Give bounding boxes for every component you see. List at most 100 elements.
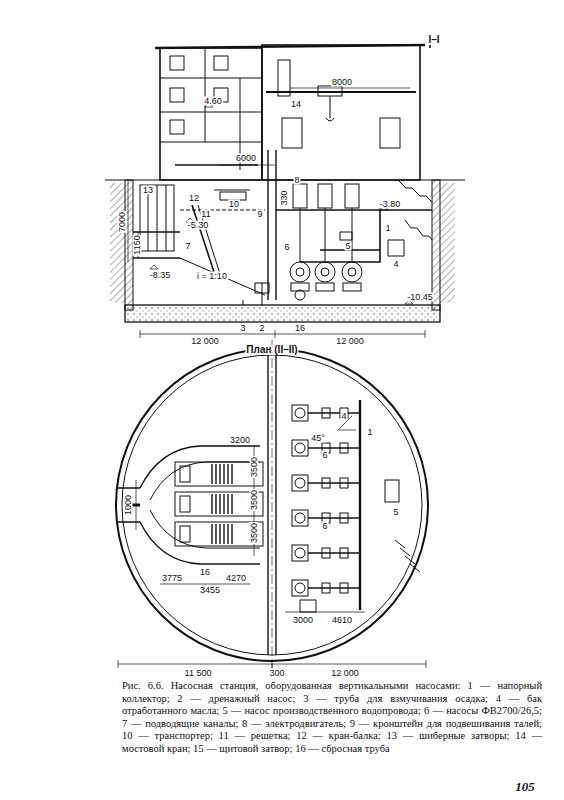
pump-casing: [342, 262, 362, 282]
ground-line: [105, 179, 465, 180]
dimension-lines: [140, 330, 141, 338]
screen: [227, 464, 228, 484]
callout-number: 14: [290, 100, 302, 109]
callout-number: 13: [142, 186, 154, 195]
dimension-label: 12 000: [335, 337, 365, 346]
plan-details: [118, 400, 426, 668]
discharge-pipe: [308, 517, 360, 519]
plan-view: [116, 340, 428, 670]
floor: [160, 112, 262, 113]
oil-tank: [388, 240, 404, 256]
callout-number: 16: [199, 568, 211, 577]
dimension-label: 1000: [124, 494, 133, 516]
stairs: [395, 540, 420, 572]
pump-casing: [321, 268, 329, 276]
dimension-label: 45°: [310, 434, 326, 443]
dimension-label: I–I: [427, 35, 440, 45]
screen: [223, 524, 224, 544]
pump-unit: [292, 510, 308, 526]
dimension-label: 12 000: [330, 669, 360, 678]
floor: [160, 78, 262, 79]
callout-number: 1: [366, 428, 373, 437]
pump-units: [292, 405, 360, 596]
dimension-line: [136, 480, 137, 530]
dimension-label: -5.30: [187, 221, 210, 230]
floor-level: [276, 209, 432, 210]
dimension-label: 330: [280, 189, 289, 206]
gate: [180, 496, 190, 512]
callout-number: 4: [340, 412, 347, 421]
plan-details: [118, 660, 119, 668]
dimension-lines: [128, 180, 129, 262]
callout-number: 1: [384, 224, 391, 233]
dimension-lines: [220, 165, 275, 166]
oil-tank: [300, 600, 316, 612]
dimension-label: 1150: [133, 234, 142, 255]
service-pump: [340, 232, 352, 240]
pump-casing: [290, 262, 310, 282]
pump-shaft: [300, 208, 301, 262]
electric-motor: [318, 184, 332, 208]
screen: [198, 205, 220, 274]
dimension-label: 4.60: [203, 97, 223, 106]
dimension-label: 11 500: [184, 669, 213, 678]
dimension-label: 4270: [225, 574, 247, 583]
pump-base: [343, 283, 361, 291]
bridge-crane: [266, 91, 416, 93]
stairs: [405, 220, 432, 240]
screen: [231, 464, 232, 484]
sluice-gates: [157, 185, 158, 251]
roof: [155, 45, 425, 48]
screen: [211, 524, 212, 544]
pump-unit: [295, 478, 305, 488]
screen: [211, 494, 212, 514]
pump-unit: [292, 405, 308, 421]
pump-base: [316, 283, 334, 291]
dimension-label: -3.80: [379, 200, 402, 209]
dimension-label: i = 1:10: [196, 272, 228, 281]
valve: [340, 513, 348, 523]
discharge-pipe: [308, 412, 360, 414]
plan-details: [426, 660, 427, 668]
dimension-label: 3455: [199, 586, 221, 595]
dimension-label: 8000: [331, 78, 353, 87]
dimension-lines: [275, 330, 276, 338]
dimension-lines: [425, 330, 426, 338]
vertical-pumps: [278, 60, 404, 291]
dimension-lines: [150, 103, 413, 304]
callout-number: 6: [321, 522, 328, 531]
dimension-label: План (II–II): [245, 345, 298, 355]
window: [214, 56, 228, 70]
callout-number: 9: [256, 210, 263, 219]
wall: [205, 48, 206, 142]
crane-hook: [326, 118, 334, 121]
valve: [340, 583, 348, 593]
callout-number: 4: [392, 260, 399, 269]
dimension-label: 3200: [229, 436, 251, 445]
discharge-pipe: [308, 482, 360, 484]
pump-unit: [292, 545, 308, 561]
hoist-bracket: [278, 60, 290, 96]
inlet-channel: [150, 462, 260, 548]
callout-number: 6: [321, 451, 328, 460]
pump-unit: [295, 583, 305, 593]
admin-block: [160, 48, 262, 180]
foundation-slab: [125, 305, 440, 322]
drain-pump: [255, 283, 269, 293]
dimension-label: 3500: [250, 456, 259, 478]
outer-wall: [432, 180, 440, 310]
window: [380, 118, 400, 148]
plan-details: [272, 660, 273, 668]
callout-number: 2: [258, 324, 265, 333]
pump-base: [291, 283, 309, 291]
pump-shaft: [325, 208, 326, 262]
screen: [231, 494, 232, 514]
pump-unit: [292, 440, 308, 456]
crane-hook: [330, 96, 331, 118]
callout-number: 7: [184, 242, 191, 251]
callout-number: 8: [293, 176, 300, 185]
dimension-label: -10.45: [406, 293, 434, 302]
discharge-pipe: [308, 447, 360, 449]
valve: [340, 548, 348, 558]
